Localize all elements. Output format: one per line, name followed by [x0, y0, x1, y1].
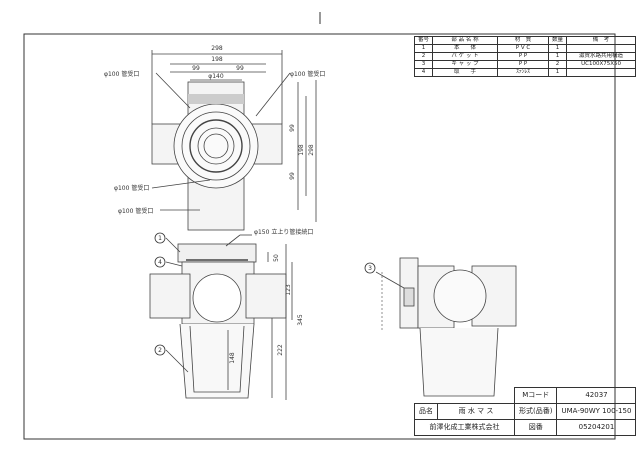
callout-4-circle [154, 256, 166, 268]
table-row: 2 バ ケ ッ ト P P 1 滋賀水路共用構造 [413, 52, 637, 61]
dim-99-left: 99 [192, 65, 200, 72]
company-name: 前澤化成工業株式会社 [414, 419, 515, 436]
dim-99-v-bot: 99 [289, 172, 296, 180]
drawing-no-label: 図番 [513, 419, 558, 436]
side-view [375, 257, 517, 397]
section-view [149, 234, 293, 400]
callout-3-circle [364, 262, 376, 274]
mcode-value: 42037 [556, 387, 637, 404]
dim-148: 148 [229, 352, 236, 364]
mcode-label: Mコード [513, 387, 558, 404]
parts-table: 番号 部 品 名 称 材 質 数量 備 考 1 本 体 P V C 1 2 バ … [413, 36, 637, 77]
pipe-label-bottom-left: φ100 管受口 [114, 184, 149, 192]
name-value: 雨 水 マ ス [437, 403, 515, 420]
table-cell: 1 [413, 44, 434, 53]
dimension-labels: 298 198 99 99 φ140 φ100 管受口 φ100 管受口 φ10… [104, 45, 325, 364]
table-cell: キ ャ ッ プ [432, 60, 499, 69]
dim-198-v: 198 [298, 144, 305, 156]
drawing-no-value: 05204201 [556, 419, 637, 436]
callout-2: 2 [158, 347, 162, 354]
sheet-border [23, 33, 616, 440]
parts-header-row: 番号 部 品 名 称 材 質 数量 備 考 [413, 36, 637, 45]
table-cell: P P [497, 60, 550, 69]
parts-header: 数量 [548, 36, 568, 45]
parts-header: 備 考 [566, 36, 637, 45]
table-cell: 2 [548, 60, 568, 69]
dim-phi140: φ140 [208, 73, 224, 80]
callout-2-circle [154, 344, 166, 356]
table-cell [566, 68, 637, 77]
title-row-company: 前澤化成工業株式会社 図番 05204201 [414, 419, 637, 436]
table-row: 3 キ ャ ッ プ P P 2 UC100X75X50 [413, 60, 637, 69]
callout-group: 1 4 2 3 [154, 232, 376, 356]
name-label: 品名 [414, 403, 438, 420]
parts-header: 部 品 名 称 [432, 36, 499, 45]
title-row-name: 品名 雨 水 マ ス 形式(品番) UMA-90WY 100-150 [414, 403, 637, 420]
table-cell [566, 44, 637, 53]
dim-298-v: 298 [308, 144, 315, 156]
dim-phi150: φ150 立上り管接続口 [254, 228, 313, 236]
callout-4: 4 [158, 259, 162, 266]
plan-view [151, 50, 317, 231]
callout-1: 1 [158, 235, 162, 242]
table-cell: 3 [413, 60, 434, 69]
dim-222: 222 [277, 344, 284, 356]
table-row: 4 取 手 ｽﾃﾝﾚｽ 1 [413, 68, 637, 77]
callout-1-circle [154, 232, 166, 244]
table-cell: P V C [497, 44, 550, 53]
model-label: 形式(品番) [513, 403, 558, 420]
table-row: 1 本 体 P V C 1 [413, 44, 637, 53]
dim-99-v-top: 99 [289, 124, 296, 132]
dim-99-right: 99 [236, 65, 244, 72]
table-cell: 2 [413, 52, 434, 61]
title-block: Mコード 42037 品名 雨 水 マ ス 形式(品番) UMA-90WY 10… [414, 387, 637, 436]
pipe-label-top-right: φ100 管受口 [290, 70, 325, 78]
table-cell: 滋賀水路共用構造 [566, 52, 637, 61]
table-cell: 1 [548, 44, 568, 53]
table-cell: 本 体 [432, 44, 499, 53]
table-cell: 取 手 [432, 68, 499, 77]
title-row-mcode: Mコード 42037 [415, 387, 637, 404]
dim-198-top: 198 [211, 56, 223, 63]
parts-header: 材 質 [497, 36, 550, 45]
table-cell: 1 [548, 52, 568, 61]
table-cell: UC100X75X50 [566, 60, 637, 69]
dim-298-top: 298 [211, 45, 223, 52]
parts-header: 番号 [413, 36, 434, 45]
pipe-label-top-left: φ100 管受口 [104, 70, 139, 78]
dim-123: 123 [285, 284, 292, 296]
dim-50: 50 [273, 254, 280, 262]
pipe-label-bottom: φ100 管受口 [118, 207, 153, 215]
model-value: UMA-90WY 100-150 [556, 403, 637, 420]
dim-345: 345 [297, 314, 304, 326]
table-cell: バ ケ ッ ト [432, 52, 499, 61]
table-cell: P P [497, 52, 550, 61]
table-cell: ｽﾃﾝﾚｽ [497, 68, 550, 77]
table-cell: 4 [413, 68, 434, 77]
callout-3: 3 [368, 265, 372, 272]
table-cell: 1 [548, 68, 568, 77]
